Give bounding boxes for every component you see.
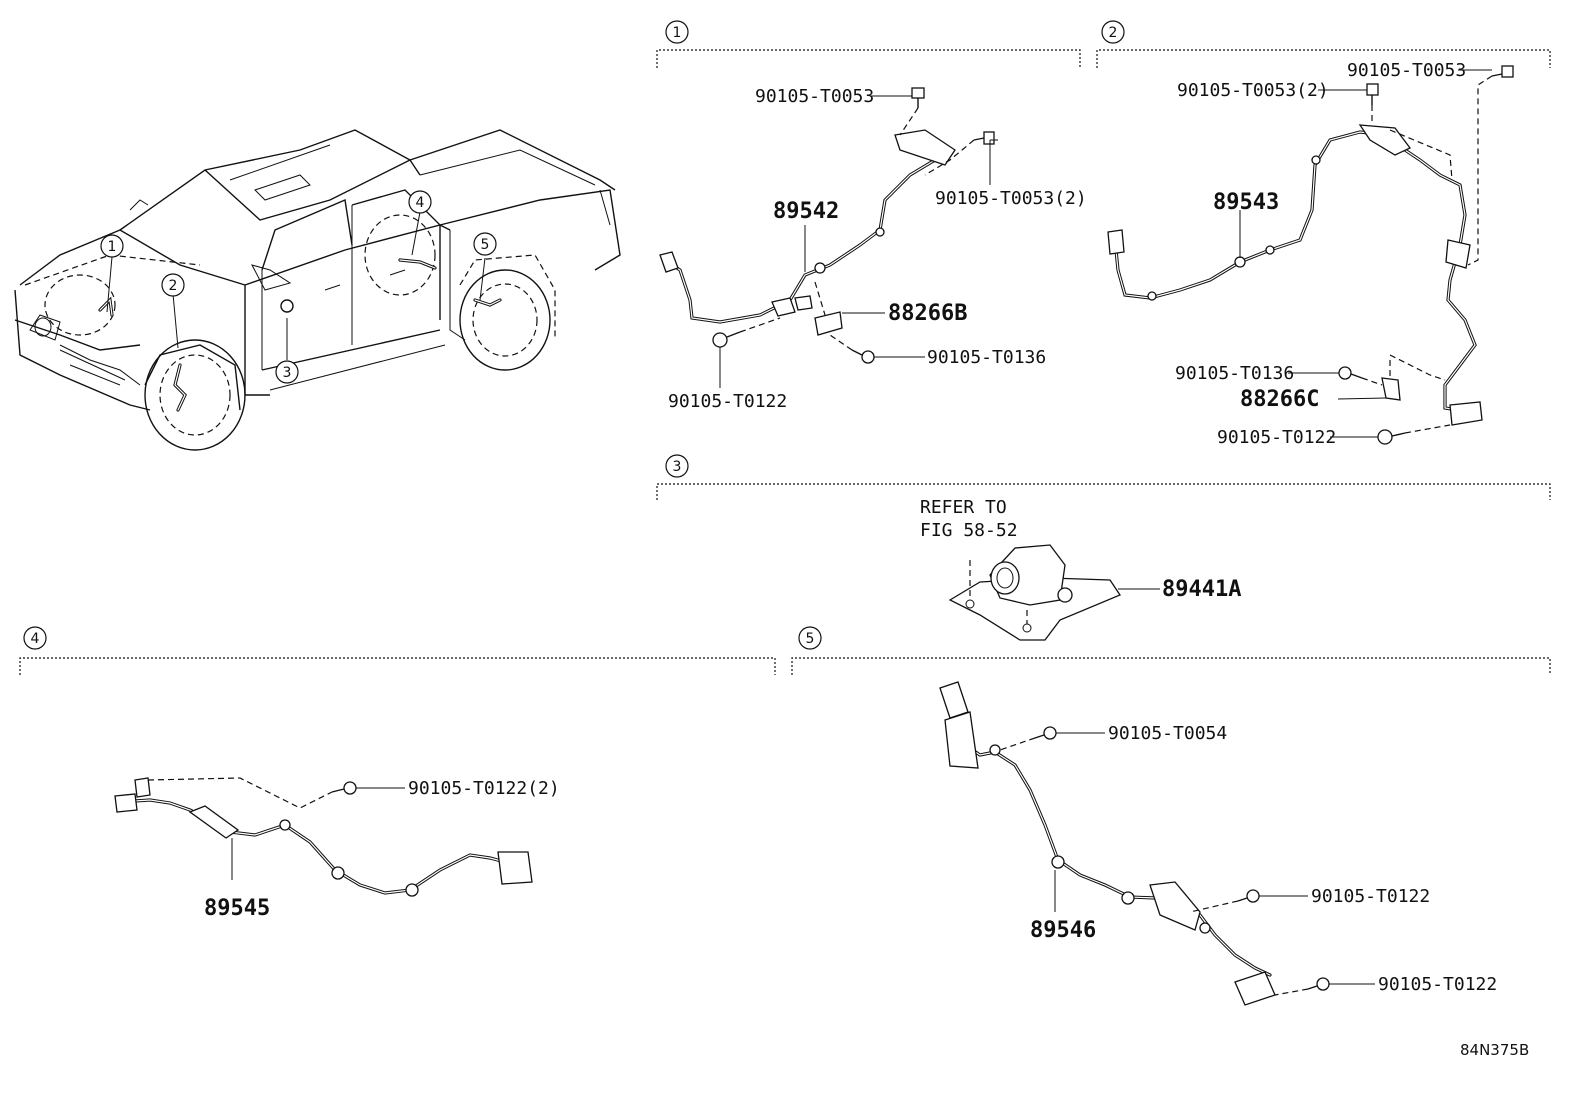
- section-4-marker: 4: [31, 631, 40, 647]
- s5-bolt-top: [1034, 726, 1057, 740]
- section-4-bracket: [19, 657, 776, 675]
- s1-bolt-bracket: [851, 349, 875, 364]
- truck-callout-1: 1: [100, 234, 124, 258]
- s5-label-bolt-top: 90105-T0054: [1108, 723, 1227, 744]
- s5-bolt-mid: [1237, 889, 1260, 903]
- section-3-marker: 3: [673, 459, 682, 475]
- s4-bolt: [331, 781, 357, 795]
- s3-refer-line1: REFER TO: [920, 497, 1007, 518]
- s5-label-bolt-mid: 90105-T0122: [1311, 886, 1430, 907]
- truck-overview: 1 2 3 4 5: [14, 129, 621, 451]
- s2-label-bracket: 88266C: [1240, 387, 1319, 412]
- section-3: 3 REFER TO FIG 58-52 89441A: [656, 454, 1551, 641]
- figure-code: 84N375B: [1460, 1041, 1529, 1059]
- section-1: 1: [656, 20, 1087, 412]
- truck-callout-3-label: 3: [283, 365, 292, 381]
- s2-label-bolt-top-right: 90105-T0053: [1347, 60, 1466, 81]
- s1-bolt-top: [911, 87, 925, 108]
- section-1-bracket: [656, 49, 1081, 68]
- s2-bolt-top: [1366, 83, 1379, 105]
- s2-bracket-shape: [1381, 377, 1401, 401]
- s5-bolt-bottom: [1307, 977, 1330, 991]
- section-2-bracket: [1096, 49, 1551, 68]
- section-2-marker: 2: [1109, 25, 1118, 41]
- s1-bracket-shape: [814, 311, 843, 336]
- s5-label-bolt-bottom: 90105-T0122: [1378, 974, 1497, 995]
- s1-label-bolt-right: 90105-T0053(2): [935, 188, 1087, 209]
- truck-callout-2: 2: [161, 273, 185, 297]
- truck-callout-2-label: 2: [169, 278, 178, 294]
- section-4: 4 90105-T0122(2) 89545: [19, 626, 776, 921]
- truck-callout-4: 4: [408, 190, 432, 214]
- s3-label-part: 89441A: [1162, 577, 1241, 602]
- s2-bolt-bracket: [1338, 366, 1363, 380]
- s1-bolt-right: [973, 131, 995, 145]
- s1-bolt-sensor: [712, 331, 741, 348]
- s2-label-bolt-bracket: 90105-T0136: [1175, 363, 1294, 384]
- s1-label-bolt-top: 90105-T0053: [755, 86, 874, 107]
- s3-sensor: [948, 544, 1121, 641]
- section-5-marker: 5: [806, 631, 815, 647]
- s2-label-bolt-top: 90105-T0053(2): [1177, 80, 1329, 101]
- truck-callout-5-label: 5: [481, 237, 490, 253]
- section-5: 5 90105-T0054 90105-T0122: [791, 626, 1551, 1006]
- section-2: 2: [1096, 20, 1551, 448]
- s2-label-harness: 89543: [1213, 190, 1279, 215]
- truck-callout-1-label: 1: [108, 239, 117, 255]
- s5-label-harness: 89546: [1030, 918, 1096, 943]
- s3-refer-line2: FIG 58-52: [920, 520, 1018, 541]
- truck-callout-3: 3: [275, 360, 299, 384]
- s1-label-bracket: 88266B: [888, 301, 967, 326]
- s4-label-harness: 89545: [204, 896, 270, 921]
- s1-label-harness: 89542: [773, 199, 839, 224]
- section-5-bracket: [791, 657, 1551, 675]
- s2-bolt-sensor: [1377, 429, 1406, 445]
- s1-label-bolt-bracket: 90105-T0136: [927, 347, 1046, 368]
- truck-callout-4-label: 4: [416, 195, 425, 211]
- s2-bolt-top-right: [1491, 65, 1514, 78]
- s1-label-bolt-sensor: 90105-T0122: [668, 391, 787, 412]
- truck-callout-5: 5: [473, 232, 497, 256]
- s4-label-bolt: 90105-T0122(2): [408, 778, 560, 799]
- section-3-bracket: [656, 483, 1551, 500]
- s2-label-bolt-sensor: 90105-T0122: [1217, 427, 1336, 448]
- section-1-marker: 1: [673, 25, 682, 41]
